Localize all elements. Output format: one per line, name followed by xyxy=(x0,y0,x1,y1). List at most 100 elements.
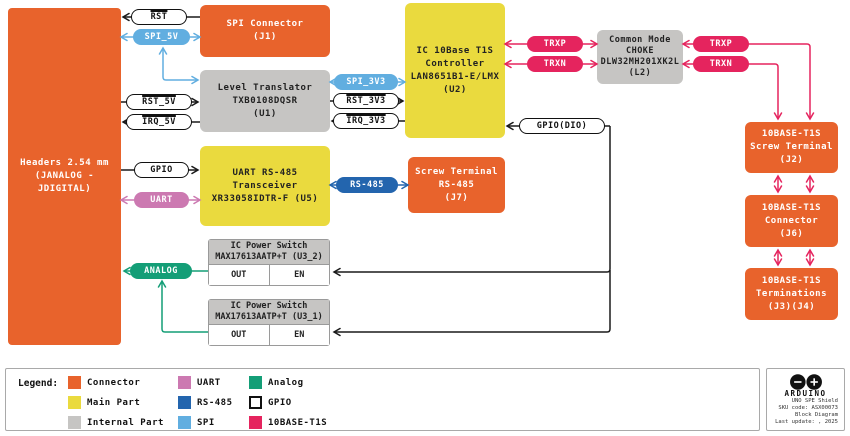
signal-spi-3v3-label: SPI_3V3 xyxy=(346,77,386,87)
signal-gpio-label: GPIO xyxy=(150,165,173,175)
signal-pill-trxp-right: TRXP xyxy=(693,36,749,52)
signal-pill-spi-5v: SPI_5V xyxy=(133,29,190,45)
rs485-swatch xyxy=(178,396,191,409)
u3-1-en-pin: EN xyxy=(269,325,329,345)
signal-pill-gpio-dio: GPIO(DIO) xyxy=(519,118,605,134)
signal-irq-3v3-label: IRQ_3V3 xyxy=(346,116,386,126)
signal-trxp-left-label: TRXP xyxy=(543,39,567,49)
block-t1s-controller-u2: IC 10Base T1S Controller LAN8651B1-E/LMX… xyxy=(405,3,505,138)
block-u1-line1: Level Translator xyxy=(217,82,313,93)
signal-pill-gpio: GPIO xyxy=(134,162,189,178)
block-j6-line1: 10BASE-T1S xyxy=(761,202,822,213)
block-spi-connector-j1: SPI Connector (J1) xyxy=(200,5,330,57)
block-l2-line3: DLW32MH201XK2L xyxy=(600,57,680,67)
wire-trxn-l2-j2 xyxy=(681,59,783,121)
internal-part-swatch xyxy=(68,416,81,429)
block-j3j4-line3: (J3)(J4) xyxy=(767,301,816,312)
legend-item-uart: UART xyxy=(178,376,233,389)
main-part-swatch xyxy=(68,396,81,409)
legend-item-connector: Connector xyxy=(68,376,164,389)
block-u2-line3: LAN8651B1-E/LMX xyxy=(410,71,500,82)
block-u5-line2: Transceiver xyxy=(232,180,298,191)
legend-gpio-label: GPIO xyxy=(268,397,292,408)
block-j6-line3: (J6) xyxy=(779,228,804,239)
block-l2-line1: Common Mode xyxy=(609,35,671,45)
legend-item-internal-part: Internal Part xyxy=(68,416,164,429)
legend-item-10base-t1s: 10BASE-T1S xyxy=(249,416,327,429)
legend-internal-part-label: Internal Part xyxy=(87,417,164,428)
arduino-logo-icon xyxy=(789,374,822,390)
signal-pill-rst-3v3: RST_3V3 xyxy=(333,93,399,109)
signal-gpio-dio-label: GPIO(DIO) xyxy=(536,121,588,131)
block-u3-2-header: IC Power Switch MAX17613AATP+T (U3_2) xyxy=(209,240,329,265)
uart-swatch xyxy=(178,376,191,389)
signal-rst-label: RST xyxy=(150,12,168,22)
block-j1-line2: (J1) xyxy=(253,32,277,42)
block-j6-line2: Connector xyxy=(764,215,819,226)
u3-2-out-pin: OUT xyxy=(209,265,270,285)
block-u3-2-line2: MAX17613AATP+T (U3_2) xyxy=(215,252,323,262)
block-u2-line1: IC 10Base T1S xyxy=(416,45,494,56)
block-j3j4-line2: Terminations xyxy=(755,288,828,299)
signal-rst-3v3-label: RST_3V3 xyxy=(346,96,386,106)
arduino-wordmark: ARDUINO xyxy=(784,389,827,398)
block-u3-1-pins: OUT EN xyxy=(209,325,329,345)
wire-spi-5v-branch-u1 xyxy=(158,46,200,85)
signal-pill-trxp-left: TRXP xyxy=(527,36,583,52)
signal-irq-5v-label: IRQ_5V xyxy=(142,117,176,127)
block-level-translator-u1: Level Translator TXB0108DQSR (U1) xyxy=(200,70,330,132)
legend-connector-label: Connector xyxy=(87,377,141,388)
doc-type: Block Diagram xyxy=(794,412,838,418)
legend-column-signals: Analog GPIO 10BASE-T1S xyxy=(249,376,327,429)
signal-rs485-label: RS-485 xyxy=(350,180,384,190)
gpio-swatch xyxy=(249,396,262,409)
block-uart-transceiver-u5: UART RS-485 Transceiver XR33058IDTR-F (U… xyxy=(200,146,330,226)
analog-swatch xyxy=(249,376,262,389)
legend-t1s-label: 10BASE-T1S xyxy=(268,417,328,428)
legend-item-spi: SPI xyxy=(178,416,233,429)
block-u1-line2: TXB0108DQSR xyxy=(232,95,298,106)
block-j7-line2: RS-485 xyxy=(438,179,475,190)
signal-spi-5v-label: SPI_5V xyxy=(144,32,179,42)
block-j2-line3: (J2) xyxy=(779,155,804,165)
signal-pill-trxn-left: TRXN xyxy=(527,56,583,72)
block-j2-line1: 10BASE-T1S xyxy=(761,129,822,139)
block-l2-line4: (L2) xyxy=(628,68,652,78)
product-name: UNO SPE Shield xyxy=(791,398,838,404)
block-j7-line1: Screw Terminal xyxy=(415,166,498,177)
block-headers-line1: Headers 2.54 mm xyxy=(20,158,109,168)
block-l2-line2: CHOKE xyxy=(625,46,655,56)
signal-pill-analog: ANALOG xyxy=(130,263,192,279)
legend-rs485-label: RS-485 xyxy=(197,397,233,408)
signal-rst-5v-label: RST_5V xyxy=(142,97,176,107)
t1s-swatch xyxy=(249,416,262,429)
signal-trxn-right-label: TRXN xyxy=(709,59,733,69)
block-u5-line1: UART RS-485 xyxy=(232,167,298,178)
signal-pill-trxn-right: TRXN xyxy=(693,56,749,72)
legend-panel: Legend: Connector Main Part Internal Par… xyxy=(5,368,760,431)
legend-item-rs485: RS-485 xyxy=(178,396,233,409)
title-block: ARDUINO UNO SPE Shield SKU code: ASX0007… xyxy=(766,368,845,431)
signal-pill-rst: RST xyxy=(131,9,187,25)
spi-swatch xyxy=(178,416,191,429)
block-u3-2-pins: OUT EN xyxy=(209,265,329,285)
u3-2-en-pin: EN xyxy=(269,265,329,285)
signal-analog-label: ANALOG xyxy=(144,266,178,276)
block-power-switch-u3-1: IC Power Switch MAX17613AATP+T (U3_1) OU… xyxy=(208,299,330,346)
sku-code: SKU code: ASX00073 xyxy=(778,405,838,411)
legend-item-analog: Analog xyxy=(249,376,327,389)
signal-uart-label: UART xyxy=(150,195,173,205)
signal-pill-spi-3v3: SPI_3V3 xyxy=(334,74,398,90)
legend-item-gpio: GPIO xyxy=(249,396,327,409)
signal-pill-rst-5v: RST_5V xyxy=(126,94,192,110)
block-power-switch-u3-2: IC Power Switch MAX17613AATP+T (U3_2) OU… xyxy=(208,239,330,286)
block-screw-terminal-j7: Screw Terminal RS-485 (J7) xyxy=(408,157,505,213)
legend-uart-label: UART xyxy=(197,377,221,388)
legend-analog-label: Analog xyxy=(268,377,304,388)
signal-pill-irq-5v: IRQ_5V xyxy=(126,114,192,130)
block-t1s-terminations-j3-j4: 10BASE-T1S Terminations (J3)(J4) xyxy=(745,268,838,320)
block-u2-line2: Controller xyxy=(425,58,485,69)
legend-column-serial: UART RS-485 SPI xyxy=(178,376,233,429)
signal-pill-irq-3v3: IRQ_3V3 xyxy=(333,113,399,129)
